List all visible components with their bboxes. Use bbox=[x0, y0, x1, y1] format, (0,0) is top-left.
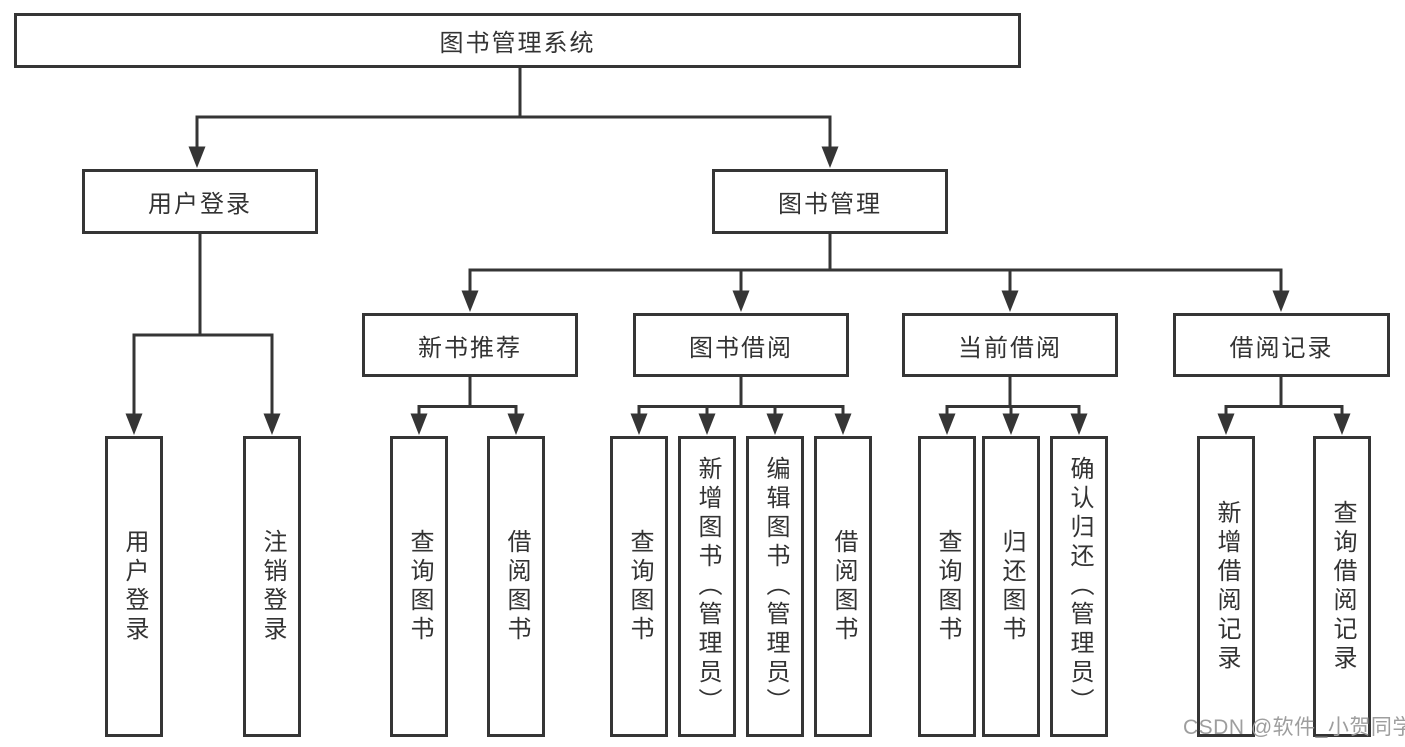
leaf-user-login: 用户登录 bbox=[105, 436, 163, 737]
leaf-add-borrow-record: 新增借阅记录 bbox=[1197, 436, 1255, 737]
leaf-borrow-books-recommend: 借阅图书 bbox=[487, 436, 545, 737]
node-label: 图书借阅 bbox=[689, 334, 793, 362]
leaf-label: 归还图书 bbox=[998, 528, 1025, 645]
leaf-label: 新增图书（管理员） bbox=[694, 456, 721, 717]
leaf-label: 用户登录 bbox=[121, 528, 148, 645]
leaf-confirm-return-admin: 确认归还（管理员） bbox=[1050, 436, 1108, 737]
node-current-borrow: 当前借阅 bbox=[902, 313, 1118, 377]
leaf-return-book: 归还图书 bbox=[982, 436, 1040, 737]
leaf-edit-book-admin: 编辑图书（管理员） bbox=[746, 436, 804, 737]
leaf-query-books-recommend: 查询图书 bbox=[390, 436, 448, 737]
leaf-label: 注销登录 bbox=[259, 528, 286, 645]
leaf-add-book-admin: 新增图书（管理员） bbox=[678, 436, 736, 737]
node-user-login: 用户登录 bbox=[82, 169, 318, 234]
leaf-query-books-current: 查询图书 bbox=[918, 436, 976, 737]
leaf-label: 借阅图书 bbox=[830, 528, 857, 645]
leaf-query-books-borrow: 查询图书 bbox=[610, 436, 668, 737]
leaf-label: 确认归还（管理员） bbox=[1066, 456, 1093, 717]
node-label: 新书推荐 bbox=[418, 334, 522, 362]
leaf-label: 查询图书 bbox=[934, 528, 961, 645]
node-book-borrow: 图书借阅 bbox=[633, 313, 849, 377]
leaf-label: 查询图书 bbox=[406, 528, 433, 645]
leaf-query-borrow-record: 查询借阅记录 bbox=[1313, 436, 1371, 737]
leaf-label: 查询借阅记录 bbox=[1329, 499, 1356, 674]
node-label: 用户登录 bbox=[148, 191, 252, 218]
leaf-label: 编辑图书（管理员） bbox=[762, 456, 789, 717]
node-borrow-records: 借阅记录 bbox=[1173, 313, 1390, 377]
leaf-logout: 注销登录 bbox=[243, 436, 301, 737]
node-label: 图书管理 bbox=[778, 191, 882, 218]
csdn-watermark: CSDN @软件_小贺同学 bbox=[1183, 716, 1405, 739]
leaf-label: 查询图书 bbox=[626, 528, 653, 645]
node-label: 图书管理系统 bbox=[439, 30, 596, 57]
node-label: 当前借阅 bbox=[958, 334, 1062, 362]
node-new-book-recommend: 新书推荐 bbox=[362, 313, 578, 377]
leaf-label: 新增借阅记录 bbox=[1213, 499, 1240, 674]
leaf-label: 借阅图书 bbox=[503, 528, 530, 645]
node-book-management: 图书管理 bbox=[712, 169, 948, 234]
leaf-borrow-books: 借阅图书 bbox=[814, 436, 872, 737]
node-library-system: 图书管理系统 bbox=[14, 13, 1021, 68]
node-label: 借阅记录 bbox=[1229, 334, 1334, 362]
